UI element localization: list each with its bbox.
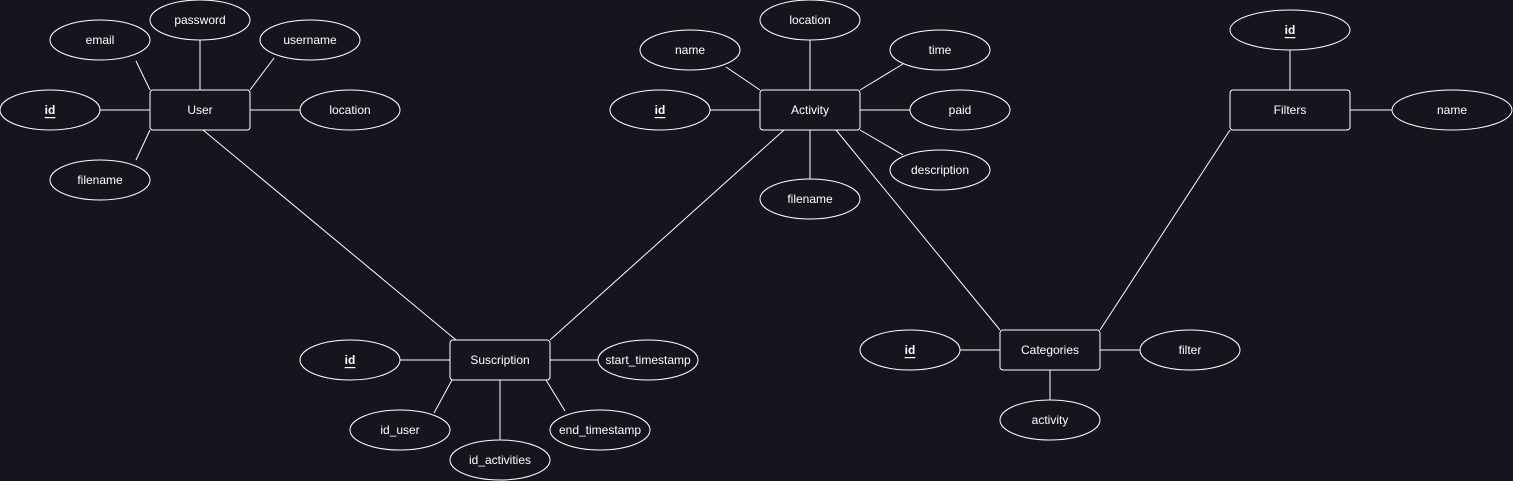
attr-user-filename[interactable]: filename (49, 159, 151, 201)
attr-user-email[interactable]: email (49, 19, 151, 61)
entity-user-label: User (187, 103, 212, 117)
attr-filters-id[interactable]: id (1229, 9, 1351, 51)
attr-categories-filter[interactable]: filter (1139, 329, 1241, 371)
attr-categories-activity[interactable]: activity (999, 399, 1101, 441)
attr-user-username[interactable]: username (259, 19, 361, 61)
attr-activity-location-label: location (789, 13, 830, 27)
attr-activity-filename-label: filename (787, 192, 833, 206)
attr-activity-filename[interactable]: filename (759, 178, 861, 220)
attr-suscription-start-timestamp[interactable]: start_timestamp (597, 339, 699, 381)
attr-activity-id[interactable]: id (609, 89, 711, 131)
attr-activity-time-label: time (929, 43, 952, 57)
attr-activity-description-label: description (911, 163, 969, 177)
attr-user-location[interactable]: location (299, 89, 401, 131)
link-user-username (249, 57, 275, 91)
attr-activity-name-label: name (675, 43, 705, 57)
attr-user-email-label: email (86, 33, 115, 47)
entity-suscription-label: Suscription (470, 353, 529, 367)
attr-user-id[interactable]: id (0, 89, 101, 131)
attr-user-username-label: username (283, 33, 337, 47)
attr-suscription-id-activities[interactable]: id_activities (449, 439, 551, 481)
link-user-filename (135, 129, 151, 161)
attr-suscription-id-label: id (345, 353, 356, 367)
entity-user[interactable]: User (149, 89, 251, 131)
attr-activity-location[interactable]: location (759, 0, 861, 41)
attr-activity-description[interactable]: description (889, 149, 991, 191)
attr-user-location-label: location (329, 103, 370, 117)
attr-activity-time[interactable]: time (889, 29, 991, 71)
entity-categories-label: Categories (1021, 343, 1079, 357)
attr-suscription-id-activities-label: id_activities (469, 453, 531, 467)
attr-activity-paid[interactable]: paid (909, 89, 1011, 131)
link-activity-description (859, 129, 904, 156)
connector-lines (100, 40, 1392, 440)
entity-activity-label: Activity (791, 103, 829, 117)
attr-user-filename-label: filename (77, 173, 123, 187)
attr-suscription-end-timestamp[interactable]: end_timestamp (549, 409, 651, 451)
entity-categories[interactable]: Categories (999, 329, 1101, 371)
attr-user-password[interactable]: password (149, 0, 251, 41)
attr-activity-name[interactable]: name (639, 29, 741, 71)
attr-activity-id-label: id (655, 103, 666, 117)
attr-suscription-id-user-label: id_user (380, 423, 419, 437)
attr-user-password-label: password (174, 13, 225, 27)
attr-categories-filter-label: filter (1179, 343, 1202, 357)
link-activity-time (859, 63, 904, 91)
link-activity-name (725, 66, 761, 91)
entity-filters[interactable]: Filters (1229, 89, 1351, 131)
entity-filters-label: Filters (1274, 103, 1307, 117)
link-filters-categories (1099, 129, 1231, 331)
attr-activity-paid-label: paid (949, 103, 972, 117)
link-suscription-end (545, 379, 566, 412)
attr-suscription-end-timestamp-label: end_timestamp (559, 423, 641, 437)
entity-activity[interactable]: Activity (759, 89, 861, 131)
link-user-suscription (202, 129, 457, 341)
link-activity-suscription (549, 129, 785, 341)
entity-suscription[interactable]: Suscription (449, 339, 551, 381)
attr-user-id-label: id (45, 103, 56, 117)
link-activity-categories (835, 129, 1001, 331)
attr-categories-activity-label: activity (1032, 413, 1069, 427)
attr-suscription-start-timestamp-label: start_timestamp (605, 353, 691, 367)
attr-suscription-id-user[interactable]: id_user (349, 409, 451, 451)
attr-suscription-id[interactable]: id (299, 339, 401, 381)
link-user-email (135, 60, 151, 91)
attr-categories-id[interactable]: id (859, 329, 961, 371)
link-suscription-id-user (433, 379, 453, 414)
attr-filters-name[interactable]: name (1391, 89, 1513, 131)
attr-filters-id-label: id (1285, 23, 1296, 37)
attr-filters-name-label: name (1437, 103, 1467, 117)
attr-categories-id-label: id (905, 343, 916, 357)
